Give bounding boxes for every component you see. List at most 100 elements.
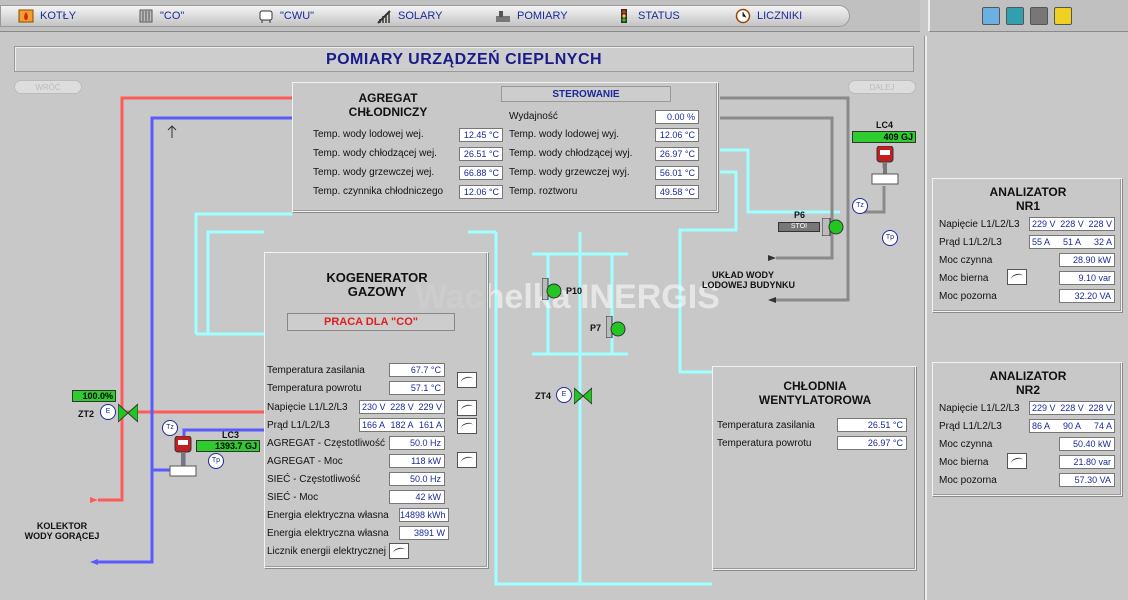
lc4-label: LC4 (876, 120, 894, 130)
kogenerator-panel: KOGENERATOR GAZOWY PRACA DLA "CO" Temper… (264, 252, 488, 568)
traffic-light-icon (616, 8, 632, 24)
an1-voltage-values: 229 V 228 V 228 V (1029, 217, 1115, 231)
agregat-left-value: 12.45 °C (459, 128, 503, 142)
nav-item-kotly[interactable]: KOTŁY (18, 5, 76, 27)
analizator2-title-1: ANALIZATOR (989, 369, 1067, 383)
an1-value: 32.20 VA (1059, 289, 1115, 303)
agregat-title-1: AGREGAT (358, 91, 418, 105)
back-button[interactable]: WRÓĆ (14, 80, 82, 94)
an2-value: 21.80 var (1059, 455, 1115, 469)
nav-item-status[interactable]: STATUS (616, 5, 680, 27)
chlodnia-value: 26.51 °C (837, 418, 907, 432)
an2-value: 50.40 kW (1059, 437, 1115, 451)
tp-sensor-icon[interactable]: Tp (882, 230, 898, 246)
e-actuator-icon[interactable]: E (556, 387, 572, 403)
kog-value: 57.1 °C (389, 381, 445, 395)
an2-value: 57.30 VA (1059, 473, 1115, 487)
chlodnia-value: 26.97 °C (837, 436, 907, 450)
kog-value: 14898 kWh (399, 508, 449, 522)
kog-label: SIEĆ - Częstotliwość (267, 474, 361, 485)
page-title: POMIARY URZĄDZEŃ CIEPLNYCH (14, 46, 914, 72)
printer-icon[interactable] (1030, 7, 1048, 25)
kog-label: SIEĆ - Moc (267, 492, 319, 503)
an1-v2: 228 V (1060, 219, 1084, 229)
trend-graph-icon[interactable] (457, 452, 477, 468)
trend-graph-icon[interactable] (1007, 453, 1027, 469)
pump-icon[interactable] (606, 316, 626, 338)
zt2-label: ZT2 (78, 409, 95, 419)
kogenerator-title-2: GAZOWY (347, 284, 407, 299)
trend-graph-icon[interactable] (389, 543, 409, 559)
chlodnia-title-2: WENTYLATOROWA (758, 393, 872, 407)
nav-label: LICZNIKI (757, 10, 803, 22)
kog-label: Energia elektryczna własna (267, 510, 389, 521)
lc4-meter: 409 GJ (852, 131, 916, 143)
e-actuator-icon[interactable]: E (100, 404, 116, 420)
analizator1-panel: ANALIZATOR NR1 Napięcie L1/L2/L3 229 V 2… (932, 178, 1122, 312)
tz-sensor-icon[interactable]: Tz (852, 198, 868, 214)
an1-v3: 228 V (1088, 219, 1112, 229)
kog-label: Temperatura powrotu (267, 383, 362, 394)
an2-i3: 74 A (1093, 421, 1112, 431)
trend-graph-icon[interactable] (1007, 269, 1027, 285)
agregat-right-label: Temp. wody chłodzącej wyj. (509, 148, 633, 159)
an2-label: Moc czynna (939, 439, 993, 450)
an1-label: Napięcie L1/L2/L3 (939, 219, 1020, 230)
next-button[interactable]: DALEJ (848, 80, 916, 94)
pump-icon[interactable] (542, 278, 562, 300)
an1-label: Moc bierna (939, 273, 989, 284)
tank-icon (258, 8, 274, 24)
building-arrow (768, 255, 776, 261)
chlodnia-panel: CHŁODNIA WENTYLATOROWA Temperatura zasil… (712, 366, 916, 570)
heat-meter-icon[interactable] (166, 436, 202, 482)
kolektor-line-1: KOLEKTOR (36, 521, 88, 531)
kog-label: Licznik energii elektrycznej (267, 546, 386, 557)
nav-item-cwu[interactable]: "CWU" (258, 5, 314, 27)
nav-label: "CO" (160, 10, 185, 22)
column-divider (924, 36, 927, 600)
an1-i1: 55 A (1032, 237, 1051, 247)
lc3-label: LC3 (222, 430, 240, 440)
valve-icon[interactable] (118, 402, 138, 424)
help-icon[interactable] (1054, 7, 1072, 25)
p10-label: P10 (566, 286, 583, 296)
an2-i1: 86 A (1032, 421, 1051, 431)
an2-v1: 229 V (1032, 403, 1056, 413)
meter-icon (495, 8, 511, 24)
agregat-panel: AGREGAT CHŁODNICZY STEROWANIE Wydajność … (292, 82, 718, 212)
calculator-icon[interactable] (1006, 7, 1024, 25)
tp-sensor-icon[interactable]: Tp (208, 453, 224, 469)
an1-label: Moc pozorna (939, 291, 997, 302)
an2-label: Napięcie L1/L2/L3 (939, 403, 1020, 414)
trend-graph-icon[interactable] (457, 372, 477, 388)
an2-i2: 90 A (1062, 421, 1082, 431)
sterowanie-button[interactable]: STEROWANIE (501, 86, 671, 102)
nav-item-liczniki[interactable]: LICZNIKI (735, 5, 802, 27)
right-toolbar (928, 0, 1128, 32)
p7-label: P7 (590, 323, 602, 333)
kog-current-values: 166 A 182 A 161 A (359, 418, 445, 432)
kog-label: Energia elektryczna własna (267, 528, 389, 539)
an1-value: 9.10 var (1059, 271, 1115, 285)
trend-graph-icon[interactable] (457, 400, 477, 416)
logo-icon[interactable] (982, 7, 1000, 25)
valve-icon[interactable] (574, 386, 592, 406)
kog-label: Prąd L1/L2/L3 (267, 420, 330, 431)
kog-label: Temperatura zasilania (267, 365, 365, 376)
kog-i3: 161 A (418, 420, 442, 430)
an2-label: Moc bierna (939, 457, 989, 468)
an1-label: Moc czynna (939, 255, 993, 266)
chlodnia-label: Temperatura zasilania (717, 420, 815, 431)
uklad-label: UKŁAD WODY LODOWEJ BUDYNKU (702, 270, 795, 290)
tz-sensor-icon[interactable]: Tz (162, 420, 178, 436)
pump-icon[interactable] (822, 218, 844, 236)
trend-graph-icon[interactable] (457, 418, 477, 434)
nav-item-co[interactable]: "CO" (138, 5, 184, 27)
heat-meter-icon[interactable] (868, 146, 904, 190)
an1-value: 28.90 kW (1059, 253, 1115, 267)
nav-item-pomiary[interactable]: POMIARY (495, 5, 568, 27)
agregat-left-label: Temp. wody lodowej wej. (313, 129, 424, 140)
agregat-right-value: 26.97 °C (655, 147, 699, 161)
nav-item-solary[interactable]: SOLARY (376, 5, 442, 27)
agregat-left-value: 12.06 °C (459, 185, 503, 199)
